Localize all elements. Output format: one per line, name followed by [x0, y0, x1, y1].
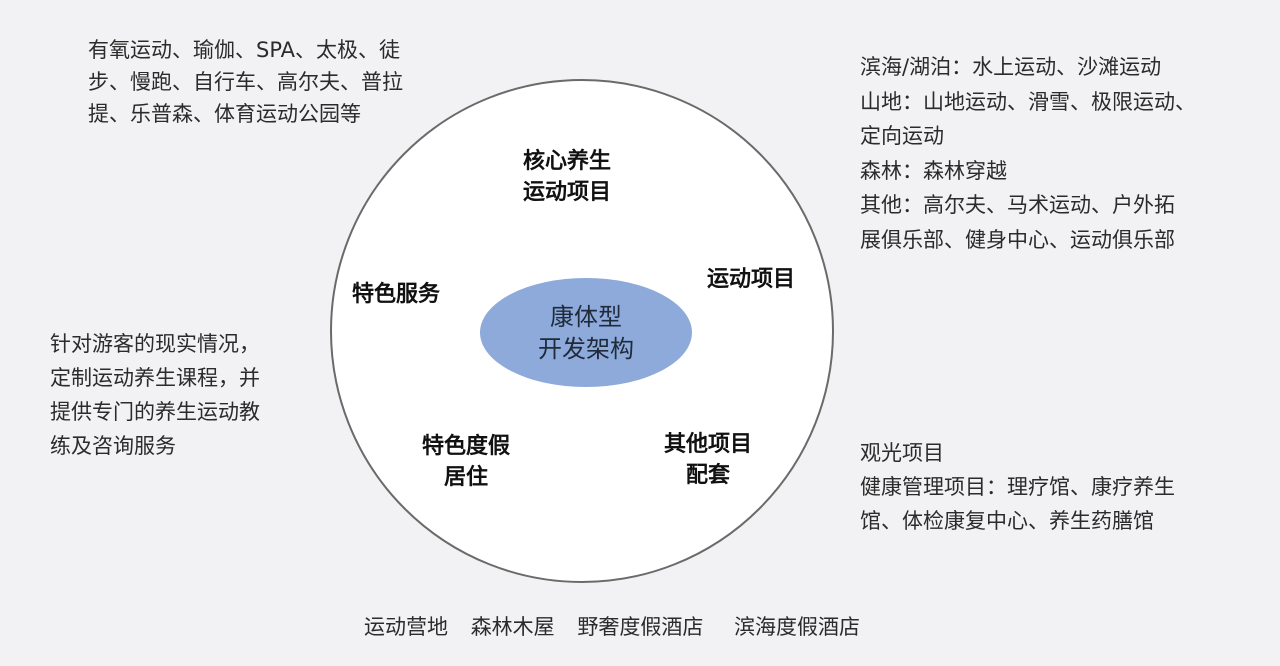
- note-sports: 滨海/湖泊：水上运动、沙滩运动 山地：山地运动、滑雪、极限运动、 定向运动 森林…: [860, 50, 1196, 257]
- note-line: 滨海/湖泊：水上运动、沙滩运动: [860, 55, 1162, 79]
- note-other-facilities: 观光项目 健康管理项目：理疗馆、康疗养生 馆、体检康复中心、养生药膳馆: [860, 436, 1175, 538]
- note-line: 其他：高尔夫、马术运动、户外拓: [860, 193, 1175, 217]
- segment-sports: 运动项目: [707, 264, 795, 295]
- note-line: 山地：山地运动、滑雪、极限运动、: [860, 89, 1196, 114]
- segment-special-services: 特色服务: [352, 279, 440, 310]
- note-line: 健康管理项目：理疗馆、康疗养生: [860, 475, 1175, 499]
- core-label-line-2: 开发架构: [538, 334, 634, 363]
- segment-core-sports-line-1: 核心养生: [523, 149, 612, 174]
- note-line: 针对游客的现实情况，: [50, 332, 260, 356]
- core-label-line-1: 康体型: [550, 302, 622, 331]
- segment-sports-line-1: 运动项目: [707, 267, 796, 292]
- segment-resort-living: 特色度假 居住: [422, 431, 510, 493]
- note-line: 馆、体检康复中心、养生药膳馆: [860, 509, 1154, 533]
- note-line: 步、慢跑、自行车、高尔夫、普拉: [88, 70, 403, 94]
- note-line: 练及咨询服务: [50, 434, 176, 458]
- resort-item: 野奢度假酒店: [577, 615, 704, 639]
- note-special-services: 针对游客的现实情况， 定制运动养生课程，并 提供专门的养生运动教 练及咨询服务: [50, 327, 260, 463]
- resort-item: 森林木屋: [470, 615, 555, 639]
- core-ellipse: 康体型 开发架构: [480, 278, 692, 387]
- segment-resort-living-line-2: 居住: [444, 465, 489, 490]
- note-line: 定制运动养生课程，并: [50, 366, 260, 390]
- segment-other-facilities: 其他项目 配套: [664, 429, 752, 491]
- note-line: 森林：森林穿越: [860, 158, 1007, 183]
- note-core-sports: 有氧运动、瑜伽、SPA、太极、徒 步、慢跑、自行车、高尔夫、普拉 提、乐普森、体…: [88, 34, 403, 130]
- segment-special-services-line-1: 特色服务: [352, 282, 441, 307]
- segment-other-facilities-line-2: 配套: [686, 463, 731, 488]
- segment-core-sports: 核心养生 运动项目: [523, 146, 611, 208]
- resort-item: 运动营地: [364, 615, 448, 639]
- note-line: 提供专门的养生运动教: [50, 400, 260, 424]
- segment-other-facilities-line-1: 其他项目: [664, 432, 753, 457]
- resort-item: 滨海度假酒店: [734, 615, 861, 639]
- note-line: 观光项目: [860, 441, 944, 465]
- note-line: 展俱乐部、健身中心、运动俱乐部: [860, 227, 1175, 252]
- segment-resort-living-line-1: 特色度假: [422, 434, 511, 459]
- note-line: 有氧运动、瑜伽、SPA、太极、徒: [88, 38, 401, 62]
- segment-core-sports-line-2: 运动项目: [523, 180, 612, 205]
- note-line: 提、乐普森、体育运动公园等: [88, 102, 361, 126]
- note-resort-living: 运动营地 森林木屋 野奢度假酒店 滨海度假酒店: [364, 612, 876, 642]
- note-line: 定向运动: [860, 124, 944, 148]
